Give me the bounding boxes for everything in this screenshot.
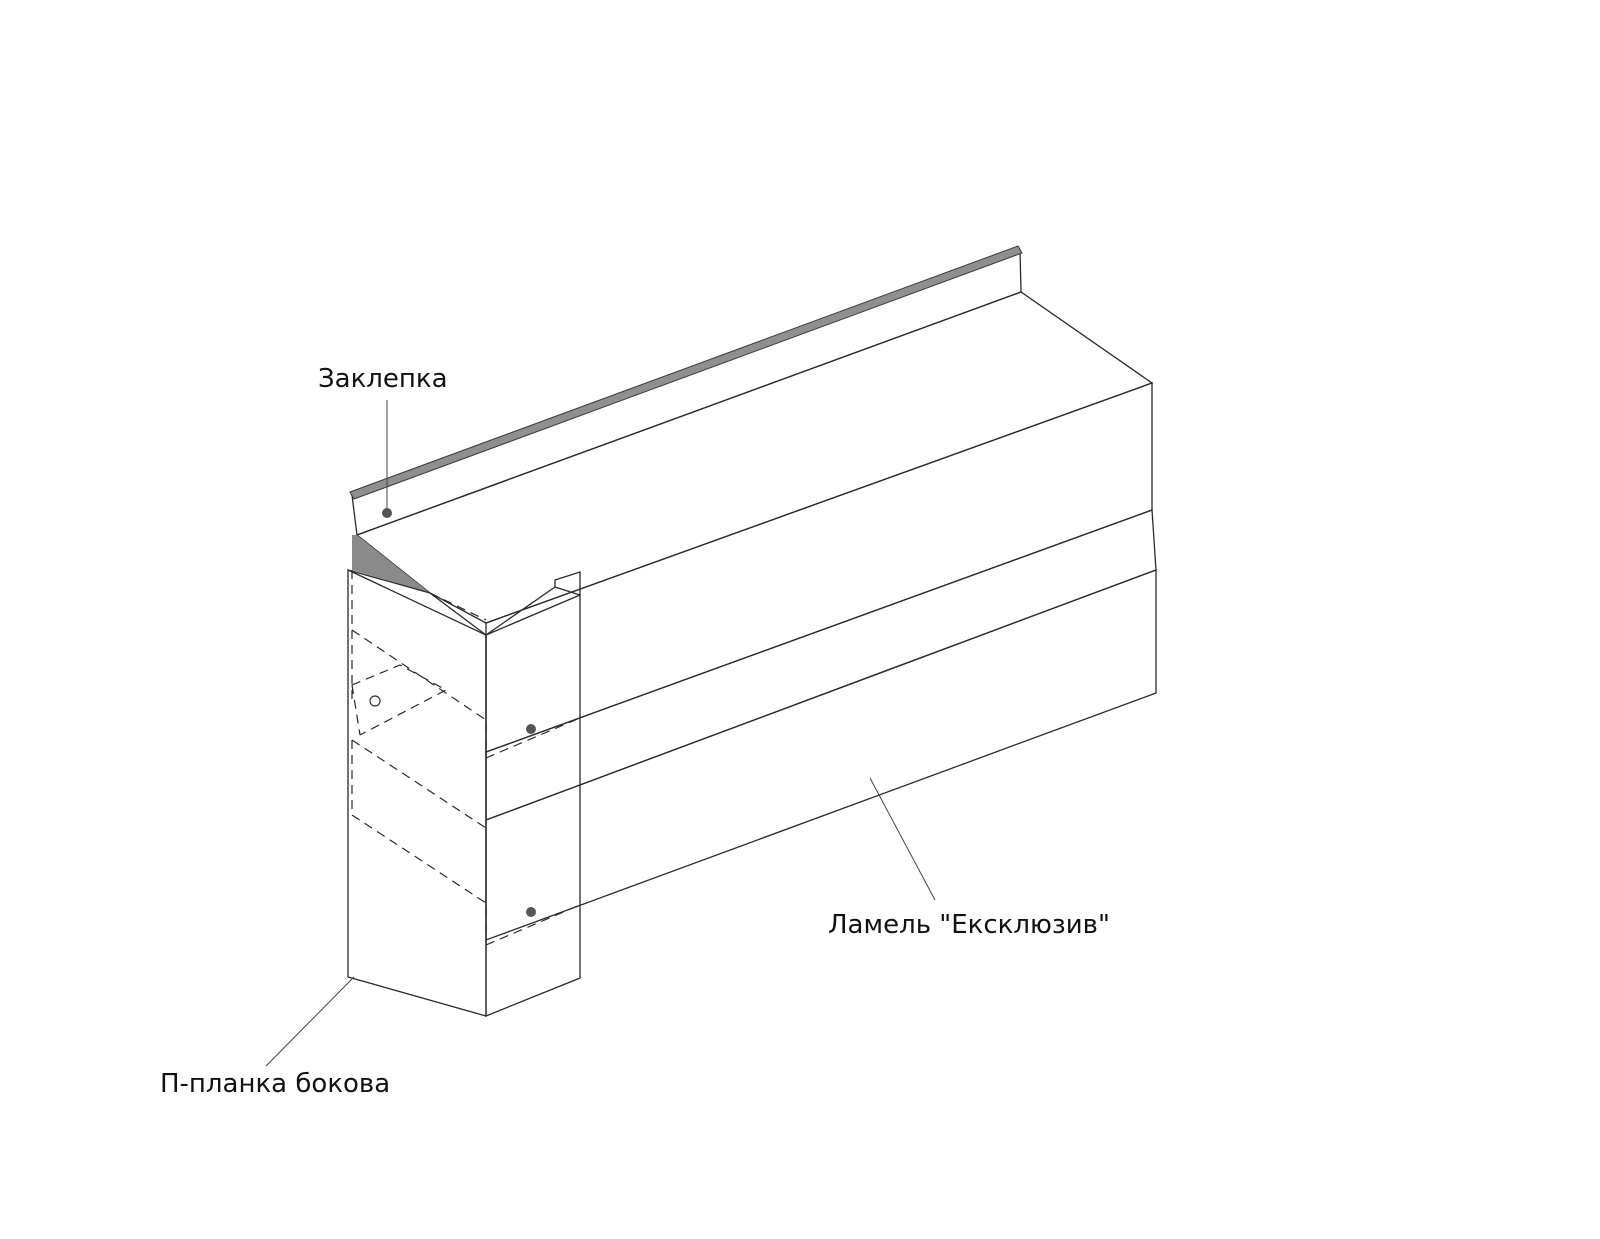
lower-slat xyxy=(485,509,1157,941)
leader-lines xyxy=(265,400,936,1067)
label-slat: Ламель "Ексклюзив" xyxy=(828,910,1110,940)
upper-slat xyxy=(349,245,1154,753)
rivet-hole xyxy=(369,695,381,707)
rivet-middle xyxy=(526,724,536,734)
upper-slat-top-face xyxy=(355,291,1154,624)
u-strip-front-face xyxy=(485,594,581,1017)
upper-slat-front-face xyxy=(485,382,1153,753)
u-strip-top-lip xyxy=(554,571,581,596)
lower-slat-top-face xyxy=(485,509,1157,821)
label-side-strip: П-планка бокова xyxy=(160,1069,390,1099)
leader-side-strip xyxy=(265,976,355,1067)
upper-slat-flange-edge xyxy=(349,245,1023,500)
upper-slat-rear-flange xyxy=(351,249,1022,536)
rivet-top xyxy=(382,508,392,518)
label-rivet: Заклепка xyxy=(318,364,448,394)
hidden-lines xyxy=(351,570,581,946)
leader-slat xyxy=(869,777,936,901)
rivet-bottom xyxy=(526,907,536,917)
side-u-strip xyxy=(347,568,581,1017)
lower-slat-front-face xyxy=(485,569,1157,941)
u-strip-left-face xyxy=(347,568,487,1017)
upper-slat-shadow xyxy=(352,535,430,593)
rivets xyxy=(369,508,536,917)
